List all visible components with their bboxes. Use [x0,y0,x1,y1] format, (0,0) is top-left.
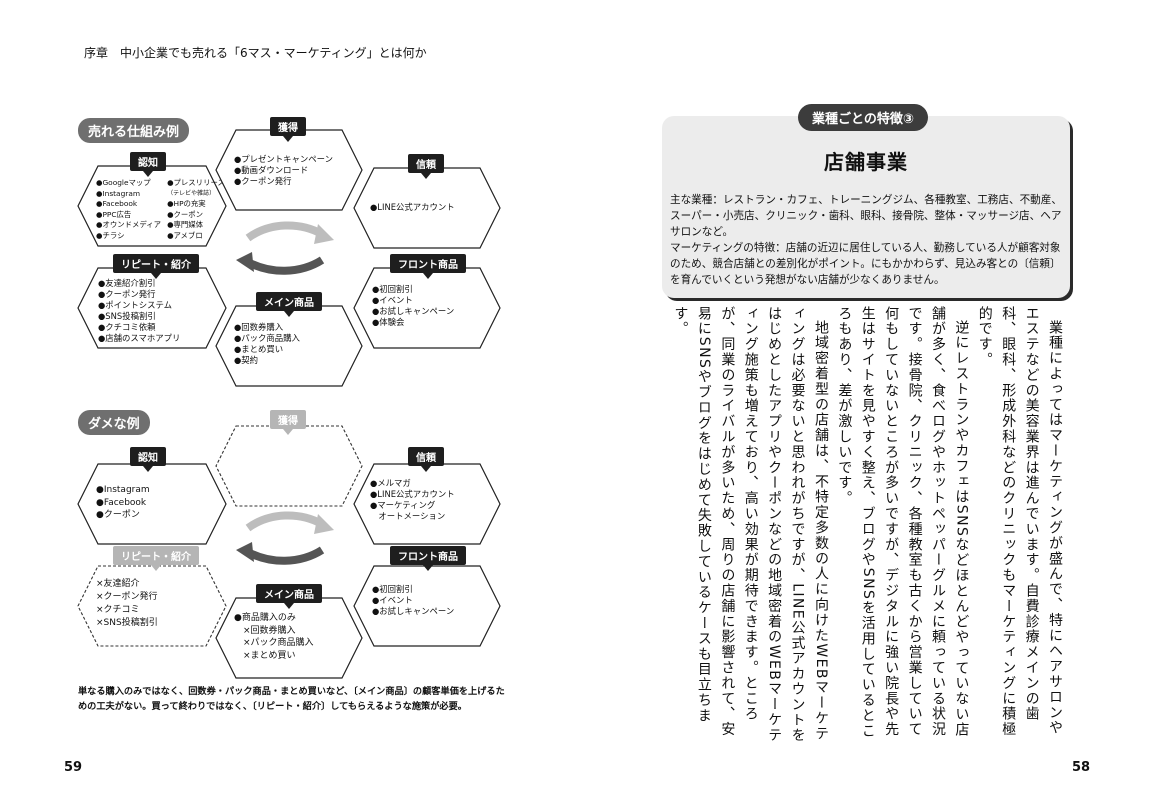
industry-feature-box [662,116,1070,298]
bad-front-hex: ●初回割引 ●イベント ●お試しキャンペーン [353,565,501,647]
cycle-arrows-icon [236,511,334,565]
good-acquisition-hex: ●プレゼントキャンペーン ●動画ダウンロード ●クーポン発行 [215,129,363,211]
figure-caption: 単なる購入のみではなく、回数券・パック商品・まとめ買いなど、〔メイン商品〕の顧客… [78,686,505,712]
bad-acquisition-hex [215,425,363,507]
bad-trust-label: 信頼 [408,447,444,472]
body-paragraph: 地域密着型の店舗は、不特定多数の人に向けたWEBマーケティングは必要ないと思われ… [672,306,829,744]
body-text: 業種によってはマーケティングが盛んで、特にヘアサロンやエステなどの美容業界は進ん… [673,306,1066,746]
cycle-arrows-icon [236,221,334,275]
body-paragraph: 逆にレストランやカフェはSNSなどほとんどやっていない店舗が多く、食べログやホッ… [836,306,970,739]
good-main-hex: ●回数券購入 ●パック商品購入 ●まとめ買い ●契約 [215,305,363,387]
industry-box-title: 店舗事業 [824,150,908,174]
good-awareness-col1: ●Googleマップ ●Instagram ●Facebook ●PPC広告 ●… [96,178,162,240]
marketing-features: マーケティングの特徴：店舗の近辺に居住している人、勤務している人が顧客対象のため… [670,242,1061,286]
page-number-left: 59 [64,760,83,775]
page-number-right: 58 [1072,760,1091,775]
body-paragraph: 業種によってはマーケティングが盛んで、特にヘアサロンやエステなどの美容業界は進ん… [976,306,1063,738]
bad-front-label: フロント商品 [390,546,466,571]
bad-awareness-label: 認知 [130,447,166,472]
bad-repeat-label: リピート・紹介 [113,546,199,571]
good-trust-label: 信頼 [408,154,444,179]
bad-acquisition-label: 獲得 [270,410,306,435]
good-repeat-label: リピート・紹介 [113,254,199,279]
bad-awareness-hex: ●Instagram ●Facebook ●クーポン [77,463,227,545]
main-industries: 主な業種：レストラン・カフェ、トレーニングジム、各種教室、工務店、不動産、スーパ… [670,194,1062,238]
good-main-label: メイン商品 [256,292,322,317]
good-acquisition-label: 獲得 [270,117,306,142]
bad-trust-hex: ●メルマガ ●LINE公式アカウント ●マーケティング オートメーション [353,463,501,545]
running-head: 序章 中小企業でも売れる「6マス・マーケティング」とは何か [84,46,427,60]
good-front-label: フロント商品 [390,254,466,279]
good-trust-hex: ●LINE公式アカウント [353,167,501,249]
industry-box-pill: 業種ごとの特徴③ [798,104,928,131]
good-awareness-hex: ●Googleマップ ●Instagram ●Facebook ●PPC広告 ●… [77,165,227,247]
industry-box-text: 主な業種：レストラン・カフェ、トレーニングジム、各種教室、工務店、不動産、スーパ… [670,192,1062,288]
good-example-title: 売れる仕組み例 [78,118,190,143]
bad-main-hex: ●商品購入のみ ×回数券購入 ×パック商品購入 ×まとめ買い [215,597,363,679]
bad-main-label: メイン商品 [256,584,322,609]
good-front-hex: ●初回割引 ●イベント ●お試しキャンペーン ●体験会 [353,267,501,349]
bad-example-title: ダメな例 [78,410,150,435]
good-repeat-hex: ●友達紹介割引 ●クーポン発行 ●ポイントシステム ●SNS投稿割引 ●クチコミ… [77,267,227,349]
good-awareness-col2: ●プレスリリース （テレビや雑誌） ●HPの充実 ●クーポン ●専門媒体 ●アメ… [167,178,225,240]
bad-repeat-hex: ×友達紹介 ×クーポン発行 ×クチコミ ×SNS投稿割引 [77,565,227,647]
good-awareness-label: 認知 [130,152,166,177]
